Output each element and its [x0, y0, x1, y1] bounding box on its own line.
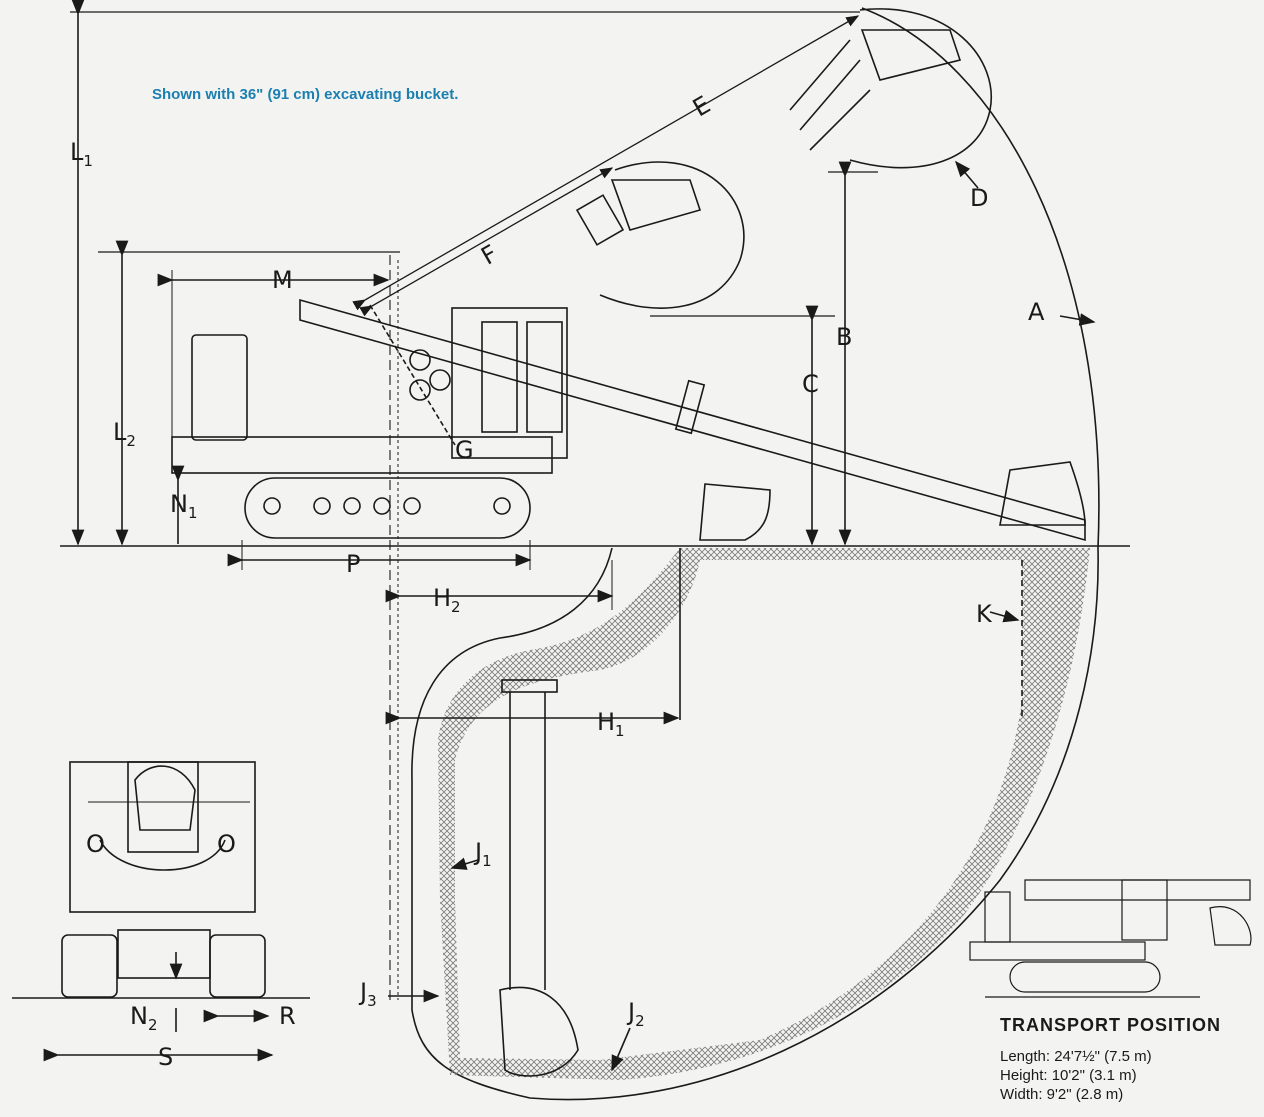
- excavator-side-view: [171, 298, 1086, 542]
- transport-length: Length: 24'7½" (7.5 m): [1000, 1048, 1152, 1065]
- label-A: A: [1028, 298, 1045, 326]
- label-L1: L1: [70, 138, 93, 170]
- dimension-labels: A B C D E F G H2 H1 J1 J2 J3 K L1 L2 M N…: [70, 91, 1045, 1071]
- label-O-left: O: [86, 830, 105, 858]
- trench-bucket: [499, 679, 579, 1077]
- transport-height: Height: 10'2" (3.1 m): [1000, 1067, 1137, 1084]
- label-B: B: [836, 323, 852, 351]
- label-O-right: O: [217, 830, 236, 858]
- label-D: D: [970, 184, 988, 212]
- dig-envelope: [411, 547, 1099, 1101]
- excavated-cut-region: [438, 548, 1090, 1080]
- label-G: G: [455, 436, 474, 464]
- label-N2: N2: [130, 1002, 158, 1034]
- label-P: P: [346, 550, 360, 578]
- label-E: E: [688, 91, 715, 123]
- label-M: M: [272, 266, 293, 294]
- label-H1: H1: [597, 708, 625, 740]
- bucket-caption: Shown with 36" (91 cm) excavating bucket…: [152, 86, 459, 103]
- label-K: K: [976, 600, 993, 628]
- transport-position-view: [969, 879, 1252, 998]
- excavator-front-view: [12, 761, 310, 1062]
- label-R: R: [279, 1002, 296, 1030]
- reach-envelope: [861, 7, 1100, 549]
- label-L2: L2: [113, 418, 136, 450]
- label-J2: J2: [626, 998, 645, 1030]
- transport-width: Width: 9'2" (2.8 m): [1000, 1086, 1124, 1103]
- label-C: C: [802, 370, 819, 398]
- label-J3: J3: [358, 978, 377, 1010]
- transport-title: TRANSPORT POSITION: [1000, 1015, 1222, 1035]
- label-F: F: [476, 239, 502, 270]
- label-S: S: [158, 1043, 173, 1071]
- label-H2: H2: [433, 584, 461, 616]
- raised-bucket-middle: [575, 161, 745, 309]
- raised-bucket-upper: [789, 8, 993, 169]
- track-rollers: [263, 497, 511, 515]
- label-J1: J1: [473, 838, 492, 870]
- label-N1: N1: [170, 490, 198, 522]
